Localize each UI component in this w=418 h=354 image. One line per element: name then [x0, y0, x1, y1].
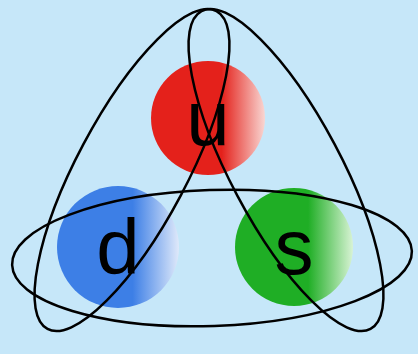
quark-sphere: s [234, 187, 354, 307]
quark-label: s [275, 208, 314, 286]
orbit [0, 0, 265, 354]
quark-sphere: u [150, 60, 266, 176]
quark-sphere: d [56, 185, 180, 309]
sphere [151, 61, 265, 175]
orbit [153, 0, 418, 354]
quark-label: u [186, 79, 229, 157]
sphere [57, 186, 179, 308]
sphere [235, 188, 353, 306]
orbit [10, 183, 415, 333]
quark-label: d [96, 208, 139, 286]
